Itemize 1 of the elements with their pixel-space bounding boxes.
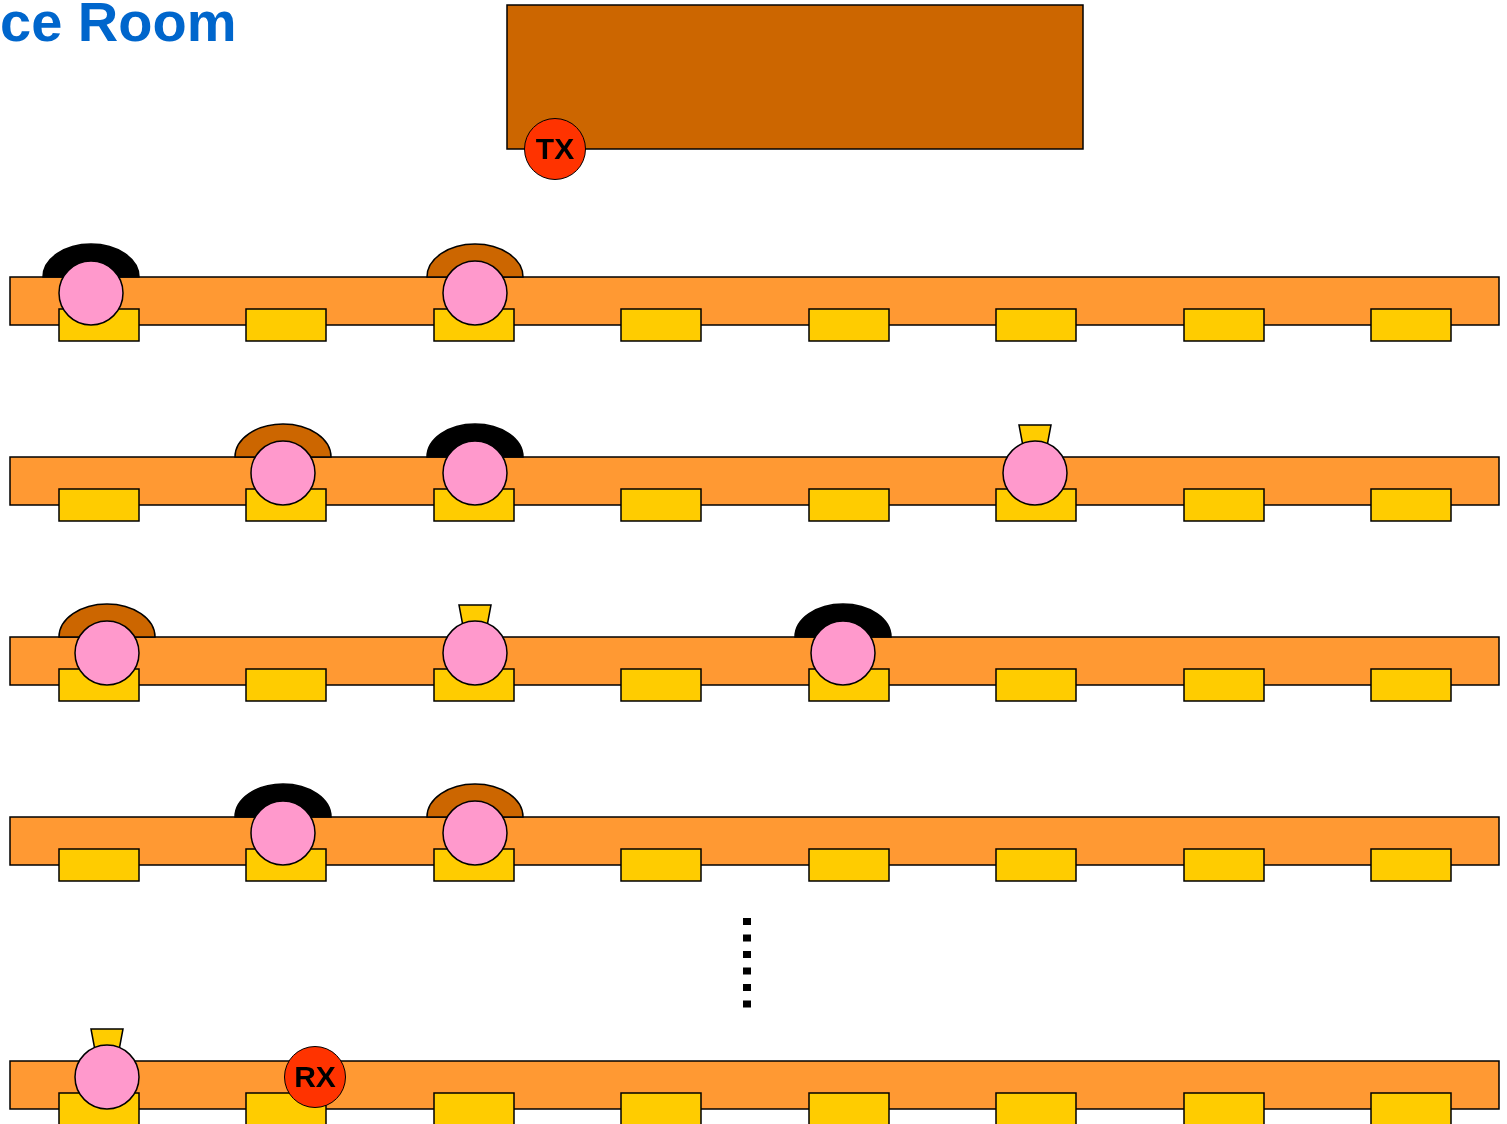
title: ce Room <box>0 0 237 50</box>
